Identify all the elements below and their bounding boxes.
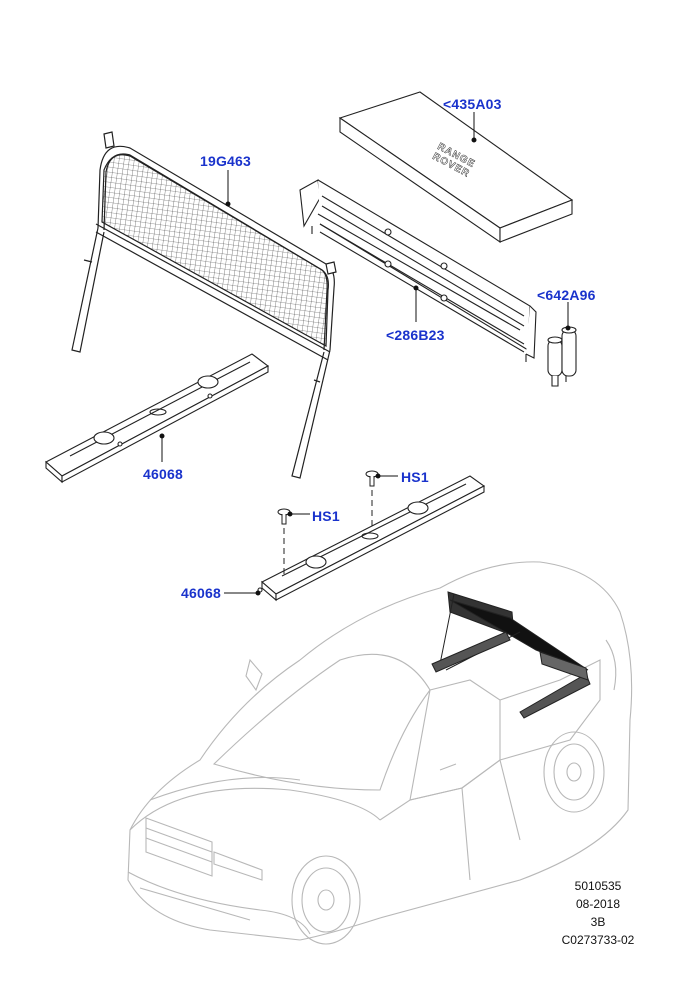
screw-hs1-right	[365, 470, 379, 528]
diagram-date: 08-2018	[575, 897, 621, 911]
callout-46068-upper[interactable]: 46068	[143, 466, 183, 482]
storage-bag-part: RANGE ROVER	[338, 91, 574, 244]
diagram-code: C0273733-02	[561, 933, 635, 947]
screw-hs1-left	[277, 508, 291, 578]
callout-286b23[interactable]: <286B23	[386, 327, 445, 343]
callout-19g463[interactable]: 19G463	[200, 153, 252, 169]
bracket-clip-part	[547, 326, 577, 387]
floor-rail-upper-part	[45, 353, 270, 484]
diagram-reference-number: 5010535	[574, 879, 622, 893]
leader-lines	[159, 112, 571, 596]
callout-642a96[interactable]: <642A96	[537, 287, 596, 303]
callout-46068-lower[interactable]: 46068	[181, 585, 221, 601]
vehicle-outline	[127, 561, 633, 945]
vehicle-cargo-highlight	[431, 591, 591, 719]
diagram-page: 3B	[590, 915, 606, 929]
callout-hs1-left[interactable]: HS1	[312, 508, 340, 524]
callout-hs1-right[interactable]: HS1	[401, 469, 429, 485]
floor-rail-lower-part	[257, 475, 486, 602]
luggage-net-part	[71, 131, 337, 479]
callout-435a03[interactable]: <435A03	[443, 96, 502, 112]
cargo-rail-frame-part	[299, 179, 537, 362]
